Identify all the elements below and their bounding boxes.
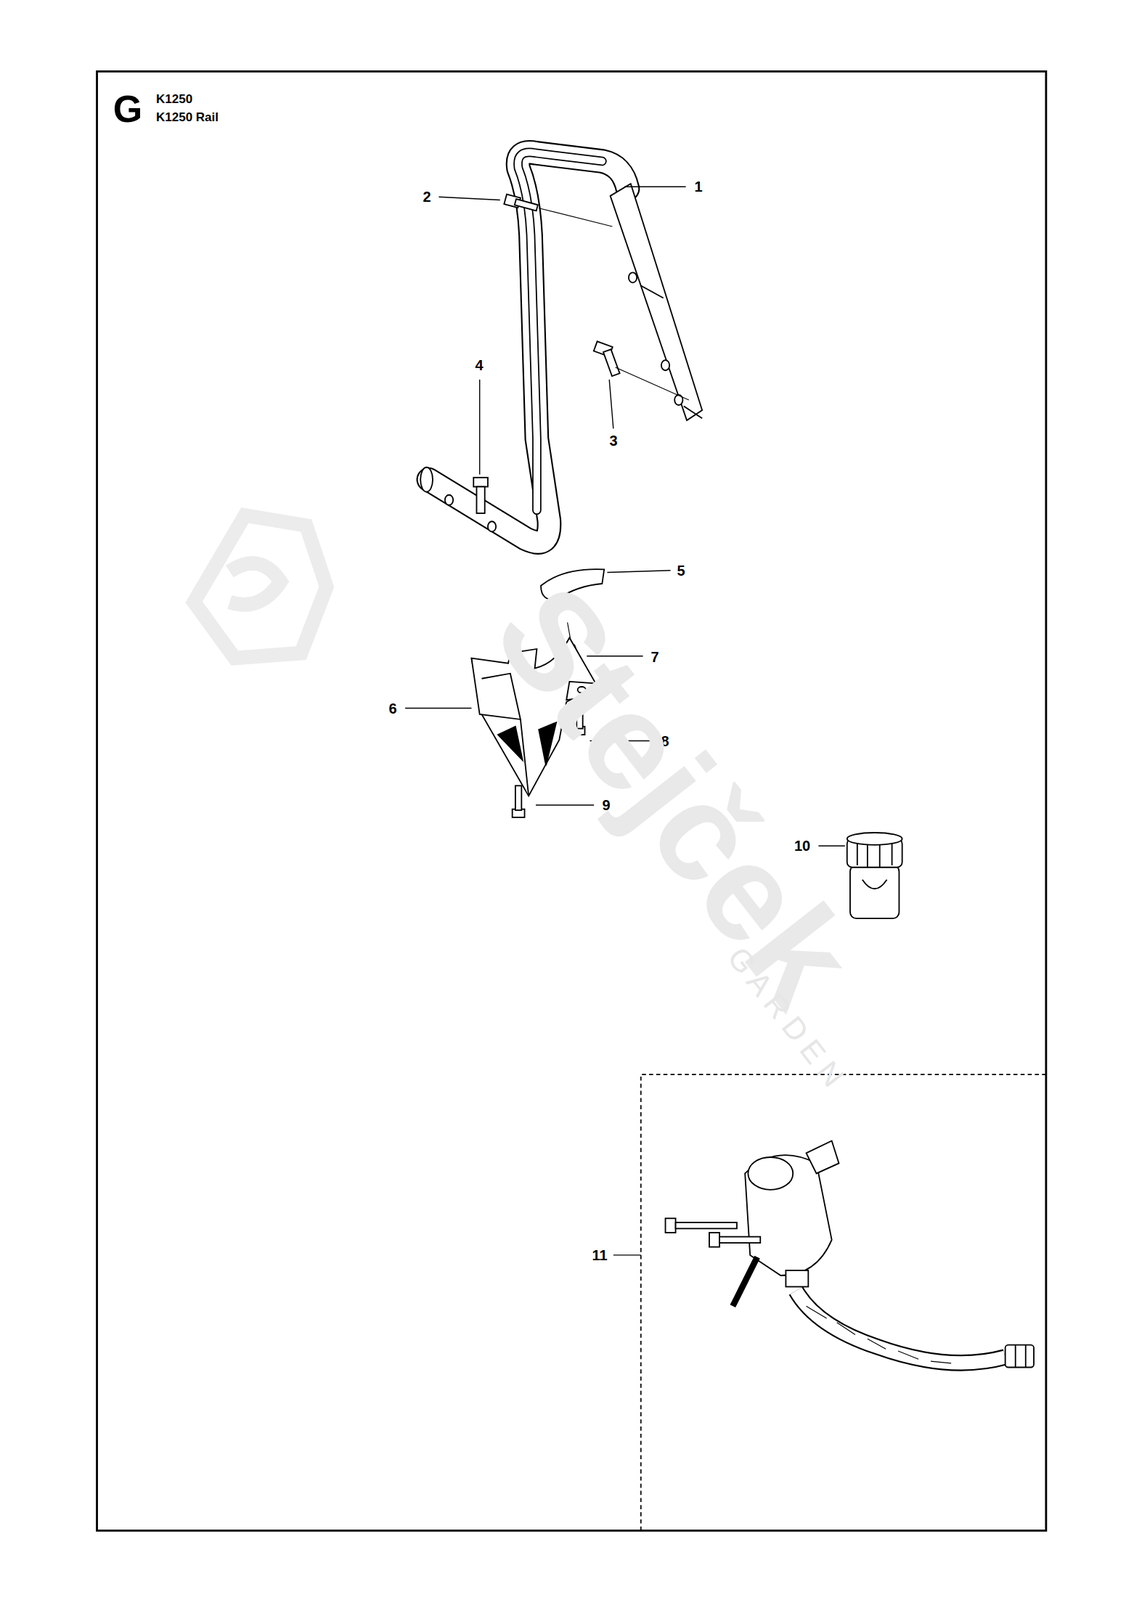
callout-number: 6 — [386, 700, 398, 717]
hose-coupling — [847, 832, 903, 919]
callout-number: 11 — [590, 1247, 609, 1264]
page-frame — [97, 71, 1047, 1531]
handle-tube — [428, 152, 628, 543]
dashed-inset-frame — [641, 1074, 1047, 1531]
watermark-logo — [193, 515, 327, 659]
callout-number: 5 — [675, 562, 687, 579]
callout-number: 3 — [607, 432, 619, 449]
callout-number: 4 — [473, 357, 485, 374]
callout-number: 1 — [692, 178, 704, 195]
model-name: K1250 Rail — [156, 111, 219, 124]
watermark: Stejček — [471, 561, 878, 1028]
water-valve-kit — [665, 1140, 1034, 1368]
section-letter: G — [113, 90, 143, 128]
model-name: K1250 — [156, 92, 193, 106]
callout-number: 2 — [421, 188, 432, 205]
handle-bar — [420, 183, 703, 532]
